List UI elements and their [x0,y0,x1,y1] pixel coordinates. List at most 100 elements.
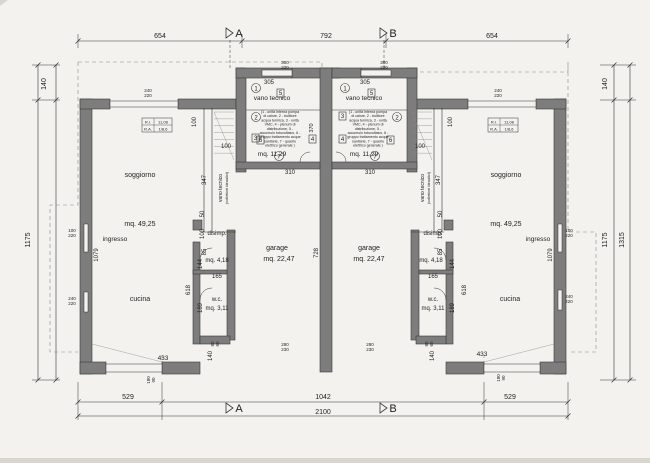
room-vano-vertical-sub-left: (collettori idraulici) [224,171,229,204]
stair-left [213,111,235,161]
room-vano-desc-left: accumulo fotovoltaico, 6 - [260,131,302,135]
dim-tick-right [611,62,617,68]
room-vano-area-left: mq. 11,29 [258,151,287,158]
window-opening [83,291,89,313]
property-outline-left [49,62,79,353]
stair-right [411,111,433,161]
room-garage-left: garage [266,245,288,252]
dim-tick-bottom [75,413,81,419]
equipment-6-right: 6 [389,138,393,144]
dim-tick-bottom [159,399,165,405]
window-sill-left [91,343,163,363]
dim-100-left: 100 [192,116,198,127]
equipment-4-right: 4 [341,137,345,143]
property-outline-top [78,61,597,353]
equipment-1-left-icon [251,83,261,93]
section-mark-top-b: B [389,28,396,40]
opening-door-right-a: 180 [496,374,501,382]
door-bath-left [199,247,213,261]
section-mark-bottom-a: A [235,403,243,415]
dim-right-upper: 140 [602,78,609,90]
dim-305-right: 305 [360,80,371,86]
dim-100-right: 100 [448,116,454,127]
room-vano-vertical-left: vano tecnico [218,174,224,202]
wall-wc-bottom-right [415,335,447,345]
dim-tick-left [35,377,41,383]
wall-disimp-stub-right [443,219,454,231]
equipment-3-right-box [338,111,347,121]
dim-tick-left [35,97,41,103]
equipment-4-right-box [338,134,347,144]
dim-347-left: 347 [202,174,208,185]
section-mark-bottom-b-arrow [379,402,388,414]
opening-top-right-a: 240 [494,88,502,93]
dim-top-left: 654 [154,33,166,40]
equipment-6-left-box [256,135,265,145]
dim-618-left: 618 [186,284,192,295]
dim-50-right: 50 [438,210,444,217]
wall-left-bottom-b [161,361,201,375]
opening-wc-left-b: 60 [215,341,220,347]
wall-disimp-stub [192,219,203,231]
room-vano-title-left: vano tecnico [254,95,291,102]
wall-vano-bottom-left [235,161,321,170]
dim-100-disimp-left: 100 [200,228,206,239]
opening-door-left-a: 180 [146,376,151,384]
opening-door-right-b: 90 [501,375,506,381]
room-main-area-right: mq. 49,25 [490,221,521,228]
room-vano-desc-left: acqua termica, 3 - unità [261,118,299,122]
wall-right-bottom-a [539,361,567,375]
door-wc-right [433,287,447,301]
dim-tick-left [53,377,59,383]
window-opening [261,69,293,77]
room-wc-area-right: mq. 3,11 [422,306,446,312]
dim-144-left: 144 [198,258,204,269]
wall-left-bottom-a [79,361,107,375]
room-ingresso-right: ingresso [526,236,551,243]
section-mark-bottom-b: B [389,403,396,415]
wall-right-top-b [409,98,469,110]
dim-tick-left [53,62,59,68]
room-soggiorno-left: soggiorno [125,172,156,179]
wall-bath-left [192,241,201,345]
legend-left-r2b: 1/8,6 [159,127,169,132]
legend-left-r1b: 11,08 [158,120,168,125]
dim-tick-top [383,38,389,44]
wall-bath-right [445,241,454,345]
room-vano-desc-left: di calore, 2 - bollitore [263,114,296,118]
opening-garage-left-b: 230 [281,347,289,352]
dim-189-right: 189 [450,302,456,313]
opening-garage-right-b: 230 [366,347,374,352]
opening-wc-left-a: 80 [210,341,215,347]
section-mark-top-a: A [235,28,243,40]
opening-garage-right-a: 280 [366,342,374,347]
dim-bottom-right: 529 [504,394,516,401]
dim-tick-bottom [565,413,571,419]
room-vano-desc-left: (1 - unità interna pompa [261,110,299,114]
dim-85-left: 85 [202,248,208,255]
opening-top-left-a: 240 [144,88,152,93]
dim-tick-bottom [481,399,487,405]
section-mark-top-b-arrow [379,27,388,39]
dim-189-left: 189 [198,302,204,313]
dim-tick-right [627,377,633,383]
dim-right-total: 1315 [619,232,626,248]
opening-wc-right-b: 60 [429,341,434,347]
opening-door-left-b: 90 [151,377,156,383]
dim-310-right: 310 [365,170,376,176]
wall-left-top-b [177,98,237,110]
wall-right-bottom-b [445,361,485,375]
equipment-6-left: 6 [259,138,263,144]
dim-1079-right: 1079 [548,248,554,262]
room-vano-area-right: mq. 11,29 [350,151,379,158]
opening-vano-right-b: 220 [380,65,388,70]
opening-vano-left-a: 300 [281,60,289,65]
room-bath-area-right: mq. 4,18 [419,258,443,264]
opening-left-a-a: 100 [68,228,76,233]
dim-433-left: 433 [158,355,169,362]
room-vano-vertical-right: vano tecnico [420,174,426,202]
dim-433-right: 433 [477,351,488,358]
legend-left-r1a: R.I. [145,120,151,125]
equipment-3-right: 3 [341,114,345,120]
legend-right-r2b: 1/8,6 [505,127,515,132]
